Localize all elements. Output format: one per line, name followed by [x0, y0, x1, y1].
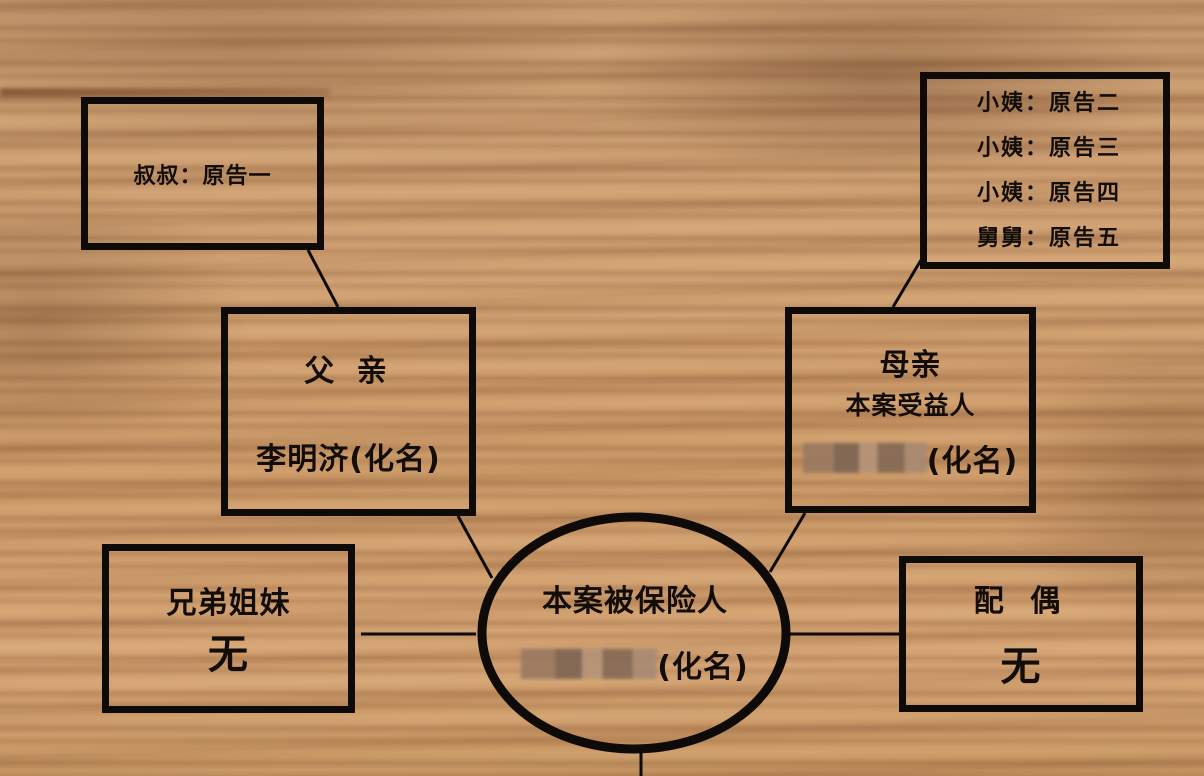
beneficiary-role: 本案受益人: [845, 391, 976, 420]
father-name: 李明济(化名): [256, 441, 441, 477]
mother-title: 母亲: [879, 348, 942, 383]
mother-name-suffix: (化名): [926, 444, 1019, 479]
redacted-name-block: [802, 443, 927, 473]
siblings-box: 兄弟姐妹 无: [102, 544, 355, 713]
redacted-name-block: [521, 649, 658, 679]
plaintiff-3-label: 小姨：原告三: [976, 135, 1121, 161]
mother-beneficiary-box: 母亲 本案受益人 (化名): [785, 307, 1036, 513]
father-box: 父 亲 李明济(化名): [221, 307, 476, 516]
uncle-plaintiff-box: 叔叔：原告一: [81, 97, 324, 250]
siblings-value: 无: [208, 631, 249, 678]
mother-name-row: (化名): [802, 436, 1019, 480]
plaintiff-4-label: 小姨：原告四: [976, 180, 1121, 206]
uncle-label: 叔叔：原告一: [133, 163, 272, 189]
spouse-box: 配 偶 无: [899, 556, 1143, 712]
spouse-value: 无: [1000, 644, 1042, 690]
plaintiff-5-label: 舅舅：原告五: [976, 225, 1121, 251]
siblings-title: 兄弟姐妹: [166, 585, 291, 621]
insured-name-suffix: (化名): [657, 650, 749, 685]
aunts-uncle-plaintiffs-box: 小姨：原告二 小姨：原告三 小姨：原告四 舅舅：原告五: [920, 72, 1170, 269]
insured-title: 本案被保险人: [542, 584, 728, 619]
insured-node: 本案被保险人 (化名): [487, 520, 783, 742]
father-title: 父 亲: [304, 353, 393, 389]
plaintiff-2-label: 小姨：原告二: [976, 90, 1121, 116]
wood-grain-streak: [0, 88, 330, 96]
spouse-title: 配 偶: [973, 584, 1069, 619]
insured-name-row: (化名): [521, 642, 748, 686]
